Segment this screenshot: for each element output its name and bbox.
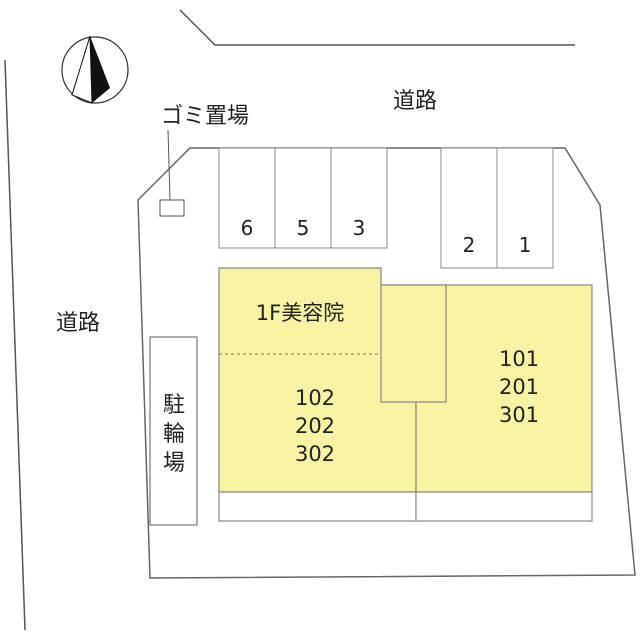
unit-number: 101 <box>499 347 539 371</box>
bicycle-parking-char: 場 <box>163 451 185 476</box>
unit-number: 302 <box>295 442 335 466</box>
road-label-left: 道路 <box>56 311 100 336</box>
parking-space-number: 6 <box>241 216 254 240</box>
garbage-label: ゴミ置場 <box>161 104 249 129</box>
parking-space-number: 2 <box>463 233 476 257</box>
parking-space-number: 1 <box>519 233 532 257</box>
bicycle-parking-char: 輪 <box>163 422 185 447</box>
building <box>218 267 593 522</box>
walkway-east <box>415 491 593 522</box>
road-label-top: 道路 <box>393 89 437 114</box>
unit-number: 202 <box>295 414 335 438</box>
parking-space-number: 3 <box>353 216 366 240</box>
parking-space-number: 5 <box>297 216 310 240</box>
parking-area-left <box>218 147 388 249</box>
left-road-edge <box>4 59 26 631</box>
salon-label: 1F美容院 <box>256 301 344 325</box>
top-road-edge <box>179 9 575 46</box>
building-core <box>380 284 447 403</box>
bicycle-parking <box>149 336 198 526</box>
unit-number: 102 <box>295 386 335 410</box>
walkway-west <box>218 491 417 522</box>
bicycle-parking-char: 駐 <box>163 393 185 418</box>
garbage-leader <box>167 129 171 201</box>
unit-number: 201 <box>499 375 539 399</box>
north-arrow-icon <box>61 35 129 104</box>
garbage-box <box>159 199 185 217</box>
parking-area-right <box>440 147 554 269</box>
unit-number: 301 <box>499 403 539 427</box>
